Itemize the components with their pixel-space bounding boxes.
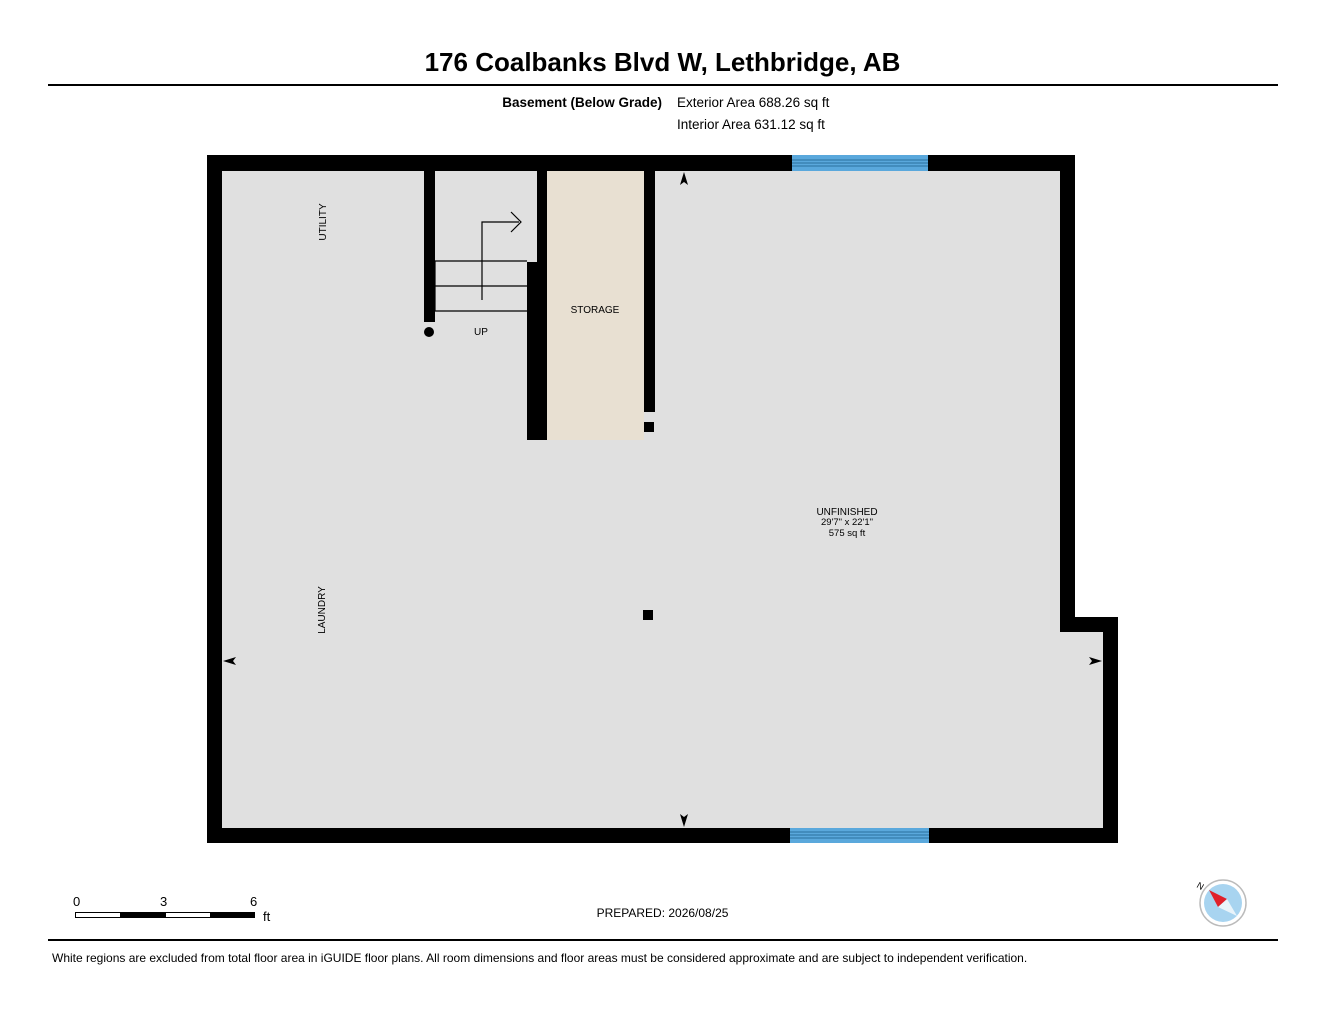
prepared-date: PREPARED: 2026/08/25 bbox=[596, 906, 729, 920]
room-dimensions-unfinished: 29'7" x 22'1" bbox=[821, 517, 873, 528]
stair-post bbox=[424, 327, 434, 337]
room-label-utility: UTILITY bbox=[318, 203, 329, 241]
compass-icon: N bbox=[1195, 879, 1247, 927]
scale-segment-4 bbox=[210, 912, 255, 918]
scale-unit: ft bbox=[263, 909, 271, 924]
room-label-laundry: LAUNDRY bbox=[317, 586, 328, 634]
arrow-right-icon bbox=[1089, 657, 1102, 665]
disclaimer-text: White regions are excluded from total fl… bbox=[52, 951, 1028, 965]
arrow-left-icon bbox=[223, 657, 236, 665]
stair-wall-right bbox=[537, 166, 547, 266]
footer-divider bbox=[48, 939, 1278, 941]
arrow-up-icon bbox=[680, 172, 688, 185]
stair-wall-left bbox=[424, 166, 435, 322]
scale-bar: 0 3 6 ft bbox=[70, 892, 290, 932]
interior-area: Interior Area 631.12 sq ft bbox=[677, 117, 825, 132]
basement-floor bbox=[222, 171, 1103, 828]
level-name: Basement (Below Grade) bbox=[502, 95, 662, 110]
column-storage bbox=[644, 422, 654, 432]
room-label-storage: STORAGE bbox=[571, 305, 620, 316]
scale-tick-3: 3 bbox=[160, 894, 168, 909]
scale-tick-6: 6 bbox=[250, 894, 258, 909]
storage-wall-left bbox=[527, 262, 547, 440]
staircase bbox=[434, 211, 527, 312]
room-label-unfinished: UNFINISHED bbox=[816, 507, 877, 518]
window-bottom bbox=[790, 828, 929, 843]
arrow-down-icon bbox=[680, 814, 688, 827]
property-address-title: 176 Coalbanks Blvd W, Lethbridge, AB bbox=[424, 47, 901, 77]
header-divider bbox=[48, 84, 1278, 86]
scale-tick-0: 0 bbox=[73, 894, 81, 909]
compass-north-label: N bbox=[1195, 880, 1206, 892]
storage-floor bbox=[547, 171, 644, 440]
exterior-area: Exterior Area 688.26 sq ft bbox=[677, 95, 830, 110]
column-center bbox=[643, 610, 653, 620]
stairs-up-label: UP bbox=[474, 327, 488, 338]
storage-wall-right bbox=[644, 166, 655, 412]
window-top bbox=[792, 155, 928, 171]
compass-needle-icon bbox=[1209, 890, 1227, 907]
room-area-unfinished: 575 sq ft bbox=[829, 528, 866, 539]
